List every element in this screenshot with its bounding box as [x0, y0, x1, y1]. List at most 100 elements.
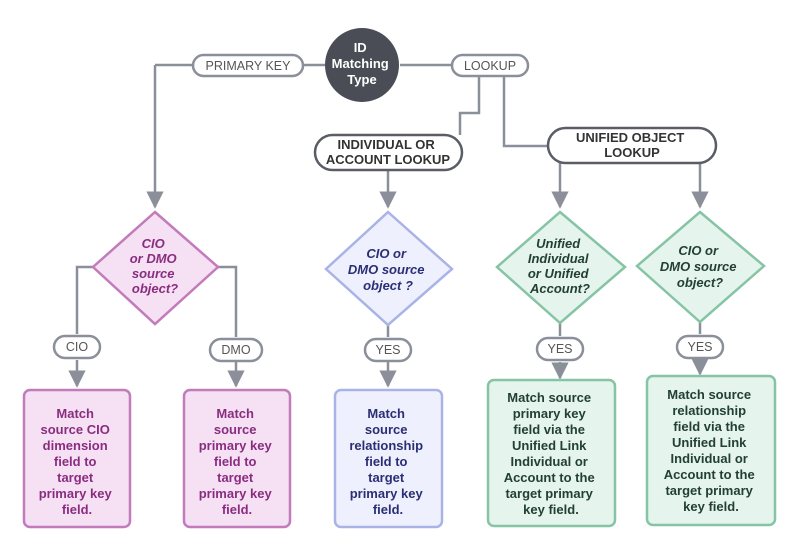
pill-shape [191, 53, 305, 78]
answer-dmo-label: DMO [221, 343, 250, 357]
outcome-unified-rel: Match source relationship field via the … [645, 374, 777, 527]
outcome-box [333, 388, 444, 529]
connector [213, 265, 238, 337]
outcome-line: target [57, 470, 94, 485]
outcome-line: source [365, 422, 408, 437]
outcome-line: Unified Link [672, 435, 747, 450]
outcome-line: target [368, 470, 405, 485]
outcome-line: target [217, 470, 254, 485]
outcome-line: source [214, 422, 257, 437]
decision-line: CIO [142, 236, 165, 251]
outcome-line: relationship [672, 403, 746, 418]
outcome-line: Match [216, 406, 254, 421]
outcome-line: target primary [665, 483, 753, 498]
outcome-cio-dimension: Match source CIO dimension field to targ… [22, 388, 132, 529]
decision-line: or Unified [528, 266, 590, 281]
root-circle [325, 28, 399, 102]
connector [75, 265, 97, 334]
decision-diamond [635, 210, 766, 324]
outcome-box [486, 378, 617, 528]
outcome-line: field via the [513, 422, 585, 437]
individual-lookup-label: INDIVIDUAL OR ACCOUNT LOOKUP [326, 137, 451, 167]
outcome-line: key field. [523, 502, 579, 517]
unified-lookup-line: LOOKUP [604, 145, 660, 160]
answer-yes-label: YES [547, 342, 572, 356]
outcome-line: field to [365, 454, 408, 469]
decision-diamond [324, 210, 454, 327]
answer-yes-unified-b-pill: YES [675, 334, 725, 360]
root-label: ID Matching Type [332, 40, 393, 87]
outcome-individual-rel: Match source relationship field to targe… [333, 388, 444, 529]
outcome-text: Match source primary key field to target… [199, 406, 276, 517]
outcome-line: primary key [350, 486, 424, 501]
connector [502, 76, 548, 148]
root-node: ID Matching Type [325, 28, 399, 102]
decision-diamond [495, 210, 627, 325]
decision-line: source [132, 266, 175, 281]
decision-line: object? [677, 275, 723, 290]
outcome-box [182, 388, 292, 529]
answer-yes-individual-pill: YES [363, 337, 413, 363]
outcome-line: field via the [673, 419, 745, 434]
primary-key-label: PRIMARY KEY [206, 59, 292, 73]
answer-yes-label: YES [687, 340, 712, 354]
outcome-line: Match source [507, 390, 591, 405]
pill-shape [535, 336, 585, 362]
outcome-line: Match [56, 406, 94, 421]
answer-yes-unified-a-pill: YES [535, 336, 585, 362]
answer-cio-label: CIO [66, 340, 89, 354]
outcome-line: Match source [667, 387, 751, 402]
outcome-line: primary key [199, 486, 273, 501]
pill-shape [450, 53, 530, 78]
outcome-line: primary key [199, 438, 273, 453]
outcome-text: Match source CIO dimension field to targ… [39, 406, 116, 517]
decision-line: DMO source [348, 262, 425, 277]
unified-lookup-label: UNIFIED OBJECT LOOKUP [576, 130, 688, 160]
root-label-line: ID [354, 40, 367, 55]
outcome-line: Unified Link [512, 438, 587, 453]
primary-key-pill: PRIMARY KEY [191, 53, 305, 78]
pill-shape [208, 337, 264, 363]
decision-individual: CIO or DMO source object ? [324, 210, 454, 327]
outcome-line: key field. [683, 499, 739, 514]
individual-lookup-line: ACCOUNT LOOKUP [326, 152, 451, 167]
outcome-line: primary key [513, 406, 587, 421]
decision-pk: CIO or DMO source object? [91, 210, 220, 326]
decision-line: object? [132, 281, 178, 296]
decision-line: or DMO [130, 251, 177, 266]
outcome-line: field. [62, 502, 92, 517]
decision-line: Individual [528, 251, 589, 266]
root-label-line: Type [347, 72, 376, 87]
outcome-box [645, 374, 777, 527]
answer-dmo-pill: DMO [208, 337, 264, 363]
decision-line: Unified [536, 236, 581, 251]
lookup-label: LOOKUP [464, 59, 516, 73]
pill-shape [313, 133, 464, 172]
outcome-line: Account to the [664, 467, 755, 482]
outcome-line: Individual or [511, 454, 588, 469]
answer-yes-label: YES [375, 343, 400, 357]
answer-cio-pill: CIO [52, 334, 102, 360]
decision-line: Account? [529, 281, 590, 296]
outcome-dmo-primary: Match source primary key field to target… [182, 388, 292, 529]
outcome-line: target primary [505, 486, 593, 501]
decision-line: CIO or [366, 246, 407, 261]
outcome-text: Match source primary key field via the U… [504, 390, 599, 517]
outcome-text: Match source relationship field via the … [664, 387, 759, 514]
decision-line: DMO source [660, 259, 737, 274]
outcome-line: source CIO [41, 422, 110, 437]
outcome-line: relationship [349, 438, 423, 453]
outcome-text: Match source relationship field to targe… [349, 406, 426, 517]
outcome-box [22, 388, 132, 529]
unified-lookup-pill: UNIFIED OBJECT LOOKUP [546, 126, 718, 165]
decision-unified-b: CIO or DMO source object? [635, 210, 766, 324]
pill-shape [546, 126, 718, 165]
connectors [68, 63, 709, 388]
lookup-pill: LOOKUP [450, 53, 530, 78]
individual-lookup-line: INDIVIDUAL OR [338, 137, 436, 152]
root-label-line: Matching [332, 56, 389, 71]
decision-diamond [91, 210, 220, 326]
outcome-line: dimension [43, 438, 108, 453]
outcome-line: Match [367, 406, 405, 421]
